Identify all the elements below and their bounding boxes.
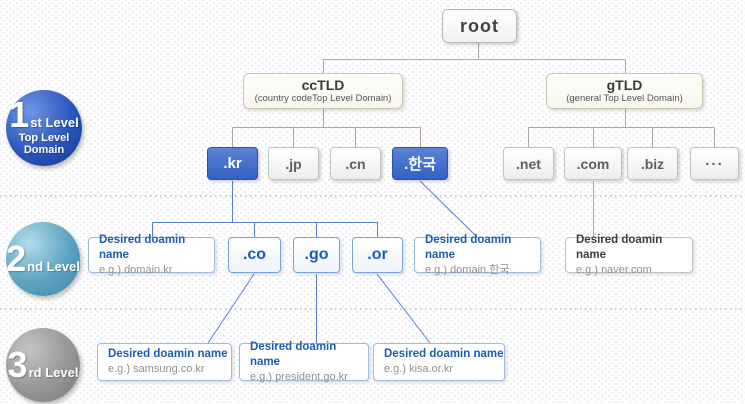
- tld-com: .com: [564, 147, 622, 180]
- root-node: root: [442, 9, 517, 43]
- example-title: Desired doamin name: [99, 233, 186, 261]
- level-3-badge: 3 rd Level: [6, 328, 80, 402]
- example-text: e.g.) naver.com: [576, 263, 652, 276]
- example-text: e.g.) kisa.or.kr: [384, 363, 454, 376]
- tld-ellipsis: ...: [690, 147, 739, 180]
- level-2-suffix: nd Level: [27, 258, 80, 274]
- tld-jp: .jp: [268, 147, 319, 180]
- subtld-co-label: .co: [242, 246, 267, 263]
- tld-jp-label: .jp: [285, 155, 302, 172]
- example-box-naver-com: Desired doamin name e.g.) naver.com: [565, 234, 693, 276]
- example-text: e.g.) samsung.co.kr: [108, 363, 205, 376]
- cctld-subtitle: (country codeTop Level Domain): [254, 92, 392, 104]
- example-text: e.g.) domain.kr: [99, 263, 173, 276]
- subtld-or: .or: [352, 237, 403, 273]
- gtld-title: gTLD: [606, 77, 643, 94]
- example-title: Desired doamin name: [250, 340, 337, 368]
- example-text: e.g.) domain.한국: [425, 263, 510, 276]
- subtld-or-label: .or: [367, 246, 388, 263]
- tld-cn-label: .cn: [345, 155, 366, 172]
- tld-cn: .cn: [330, 147, 381, 180]
- level-1-caption-line2: Domain: [23, 144, 65, 157]
- tld-com-label: .com: [576, 155, 610, 172]
- tld-kr-label: .kr: [223, 155, 242, 172]
- subtld-go: .go: [293, 237, 340, 273]
- example-text: e.g.) president.go.kr: [250, 370, 348, 383]
- tld-biz-label: .biz: [640, 155, 665, 172]
- level-3-suffix: rd Level: [28, 364, 79, 380]
- tld-net: .net: [503, 147, 554, 180]
- subtld-go-label: .go: [304, 246, 329, 263]
- gtld-node: gTLD (general Top Level Domain): [546, 73, 703, 109]
- level-1-badge: 1 st Level Top Level Domain: [6, 90, 82, 166]
- example-box-kisa-or-kr: Desired doamin name e.g.) kisa.or.kr: [373, 343, 505, 381]
- example-box-samsung-co-kr: Desired doamin name e.g.) samsung.co.kr: [97, 343, 232, 381]
- example-box-domain-hanguk: Desired doamin name e.g.) domain.한국: [414, 234, 541, 276]
- example-box-president-go-kr: Desired doamin name e.g.) president.go.k…: [239, 340, 369, 383]
- level-2-badge: 2 nd Level: [6, 222, 80, 296]
- tld-net-label: .net: [516, 155, 541, 172]
- gtld-subtitle: (general Top Level Domain): [566, 92, 683, 104]
- cctld-title: ccTLD: [301, 77, 345, 94]
- tld-biz: .biz: [627, 147, 678, 180]
- tld-kr: .kr: [207, 147, 258, 180]
- example-title: Desired doamin name: [384, 348, 504, 361]
- tld-ellipsis-label: ...: [705, 152, 724, 169]
- root-label: root: [460, 15, 499, 36]
- level-1-number: 1: [9, 94, 30, 136]
- level-3-number: 3: [7, 343, 28, 385]
- example-title: Desired doamin name: [108, 348, 228, 361]
- example-title: Desired doamin name: [425, 233, 512, 261]
- example-box-domain-kr: Desired doamin name e.g.) domain.kr: [88, 234, 215, 276]
- level-1-caption-line1: Top Level: [18, 131, 70, 144]
- cctld-node: ccTLD (country codeTop Level Domain): [243, 73, 403, 109]
- level-2-number: 2: [6, 237, 27, 279]
- example-title: Desired doamin name: [576, 233, 663, 261]
- subtld-co: .co: [228, 237, 281, 273]
- tld-hanguk-label: .한국: [404, 156, 436, 173]
- tld-hanguk: .한국: [392, 147, 448, 180]
- level-1-suffix: st Level: [30, 115, 79, 131]
